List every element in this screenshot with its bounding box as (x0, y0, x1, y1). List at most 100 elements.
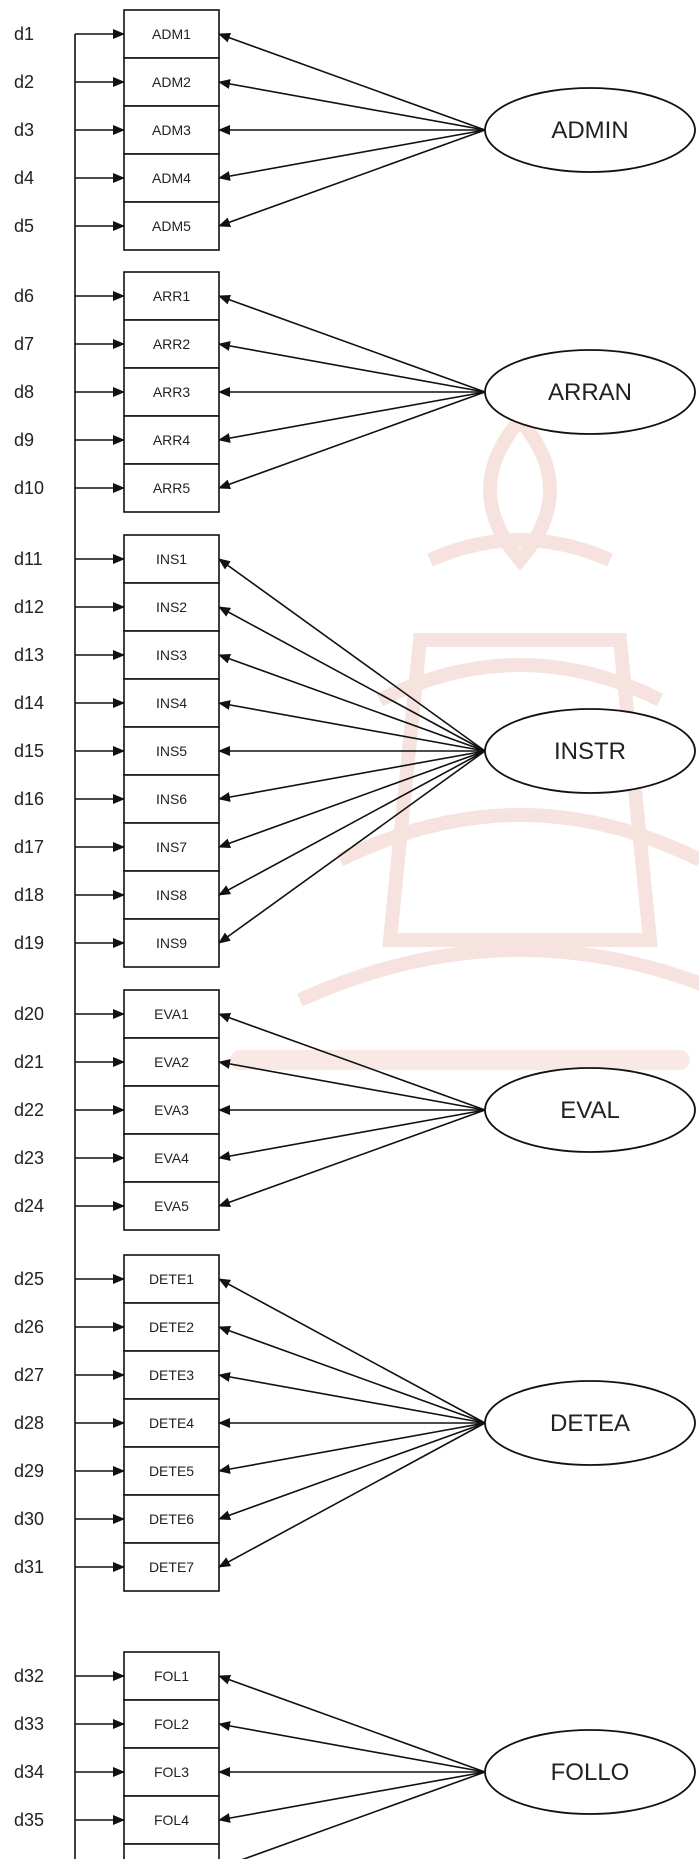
loading-arrow (218, 129, 486, 181)
error-label: d14 (14, 693, 44, 713)
loading-arrow (218, 1109, 486, 1207)
error-label: d32 (14, 1666, 44, 1686)
indicator-label: INS2 (156, 599, 187, 615)
error-label: d25 (14, 1269, 44, 1289)
error-label: d18 (14, 885, 44, 905)
loading-arrow (218, 391, 486, 489)
indicator-label: FOL4 (154, 1812, 189, 1828)
indicator-label: ARR3 (153, 384, 191, 400)
loading-arrow (218, 79, 486, 131)
error-label: d6 (14, 286, 34, 306)
latent-factor-label: ARRAN (548, 379, 632, 406)
loading-arrow (218, 1422, 486, 1474)
indicator-label: DETE7 (149, 1559, 194, 1575)
loading-arrow (218, 1278, 486, 1424)
indicator-label: DETE6 (149, 1511, 194, 1527)
error-label: d11 (14, 549, 43, 569)
error-label: d2 (14, 72, 34, 92)
loading-arrow (218, 700, 486, 752)
indicator-box (123, 678, 220, 728)
indicator-label: INS3 (156, 647, 187, 663)
indicator-label: INS8 (156, 887, 187, 903)
indicator-label: FOL2 (154, 1716, 189, 1732)
indicator-box (123, 918, 220, 968)
indicator-label: DETE1 (149, 1271, 194, 1287)
loading-arrow (218, 606, 486, 752)
error-label: d34 (14, 1762, 44, 1782)
error-label: d33 (14, 1714, 44, 1734)
loading-arrow (218, 750, 486, 896)
indicator-label: EVA2 (154, 1054, 189, 1070)
error-label: d22 (14, 1100, 44, 1120)
loading-arrow (218, 1675, 486, 1773)
loading-arrow (218, 341, 486, 393)
error-label: d13 (14, 645, 44, 665)
indicator-label: FOL3 (154, 1764, 189, 1780)
loading-arrow (218, 750, 486, 802)
indicator-box (123, 822, 220, 872)
error-label: d35 (14, 1810, 44, 1830)
indicator-label: FOL1 (154, 1668, 189, 1684)
error-label: d29 (14, 1461, 44, 1481)
error-label: d10 (14, 478, 44, 498)
indicator-label: DETE2 (149, 1319, 194, 1335)
indicator-box (123, 1254, 220, 1304)
error-label: d21 (14, 1052, 44, 1072)
loading-arrow (218, 1013, 486, 1111)
latent-factor-oval (484, 1067, 696, 1153)
loading-arrow (218, 33, 486, 131)
indicator-label: EVA4 (154, 1150, 189, 1166)
indicator-box (123, 415, 220, 465)
indicator-label: ADM1 (152, 26, 191, 42)
indicator-label: ADM5 (152, 218, 191, 234)
indicator-box (123, 1446, 220, 1496)
error-label: d5 (14, 216, 34, 236)
indicator-label: DETE5 (149, 1463, 194, 1479)
loading-arrow (218, 129, 486, 227)
latent-factor-label: FOLLO (551, 1759, 630, 1786)
error-label: d12 (14, 597, 44, 617)
indicator-label: INS9 (156, 935, 187, 951)
latent-factor-oval (484, 1729, 696, 1815)
loading-arrow (218, 750, 486, 944)
loading-arrow (218, 391, 486, 443)
indicator-label: INS5 (156, 743, 187, 759)
indicator-label: INS1 (156, 551, 187, 567)
error-label: d1 (14, 24, 34, 44)
indicator-label: DETE4 (149, 1415, 194, 1431)
loading-arrow (218, 558, 486, 752)
indicator-box (123, 989, 220, 1039)
loading-arrow (218, 295, 486, 393)
indicator-box (123, 774, 220, 824)
loading-arrow (218, 654, 486, 752)
indicator-box (123, 201, 220, 251)
indicator-box (123, 271, 220, 321)
indicator-label: ARR4 (153, 432, 191, 448)
indicator-box (123, 534, 220, 584)
indicator-label: INS6 (156, 791, 187, 807)
error-label: d26 (14, 1317, 44, 1337)
error-label: d31 (14, 1557, 44, 1577)
error-label: d19 (14, 933, 44, 953)
indicator-label: ARR1 (153, 288, 191, 304)
loading-arrow (218, 1422, 486, 1520)
indicator-box (123, 1350, 220, 1400)
indicator-label: ADM2 (152, 74, 191, 90)
indicator-label: EVA3 (154, 1102, 189, 1118)
indicator-label: ARR5 (153, 480, 191, 496)
loading-arrow (218, 1326, 486, 1424)
error-label: d20 (14, 1004, 44, 1024)
latent-factor-oval (484, 1380, 696, 1466)
error-label: d7 (14, 334, 34, 354)
error-label: d3 (14, 120, 34, 140)
error-label: d24 (14, 1196, 44, 1216)
indicator-label: DETE3 (149, 1367, 194, 1383)
error-label: d9 (14, 430, 34, 450)
indicator-box (123, 1085, 220, 1135)
error-label: d17 (14, 837, 44, 857)
indicator-label: EVA5 (154, 1198, 189, 1214)
indicator-box (123, 1494, 220, 1544)
loading-arrow (218, 1372, 486, 1424)
